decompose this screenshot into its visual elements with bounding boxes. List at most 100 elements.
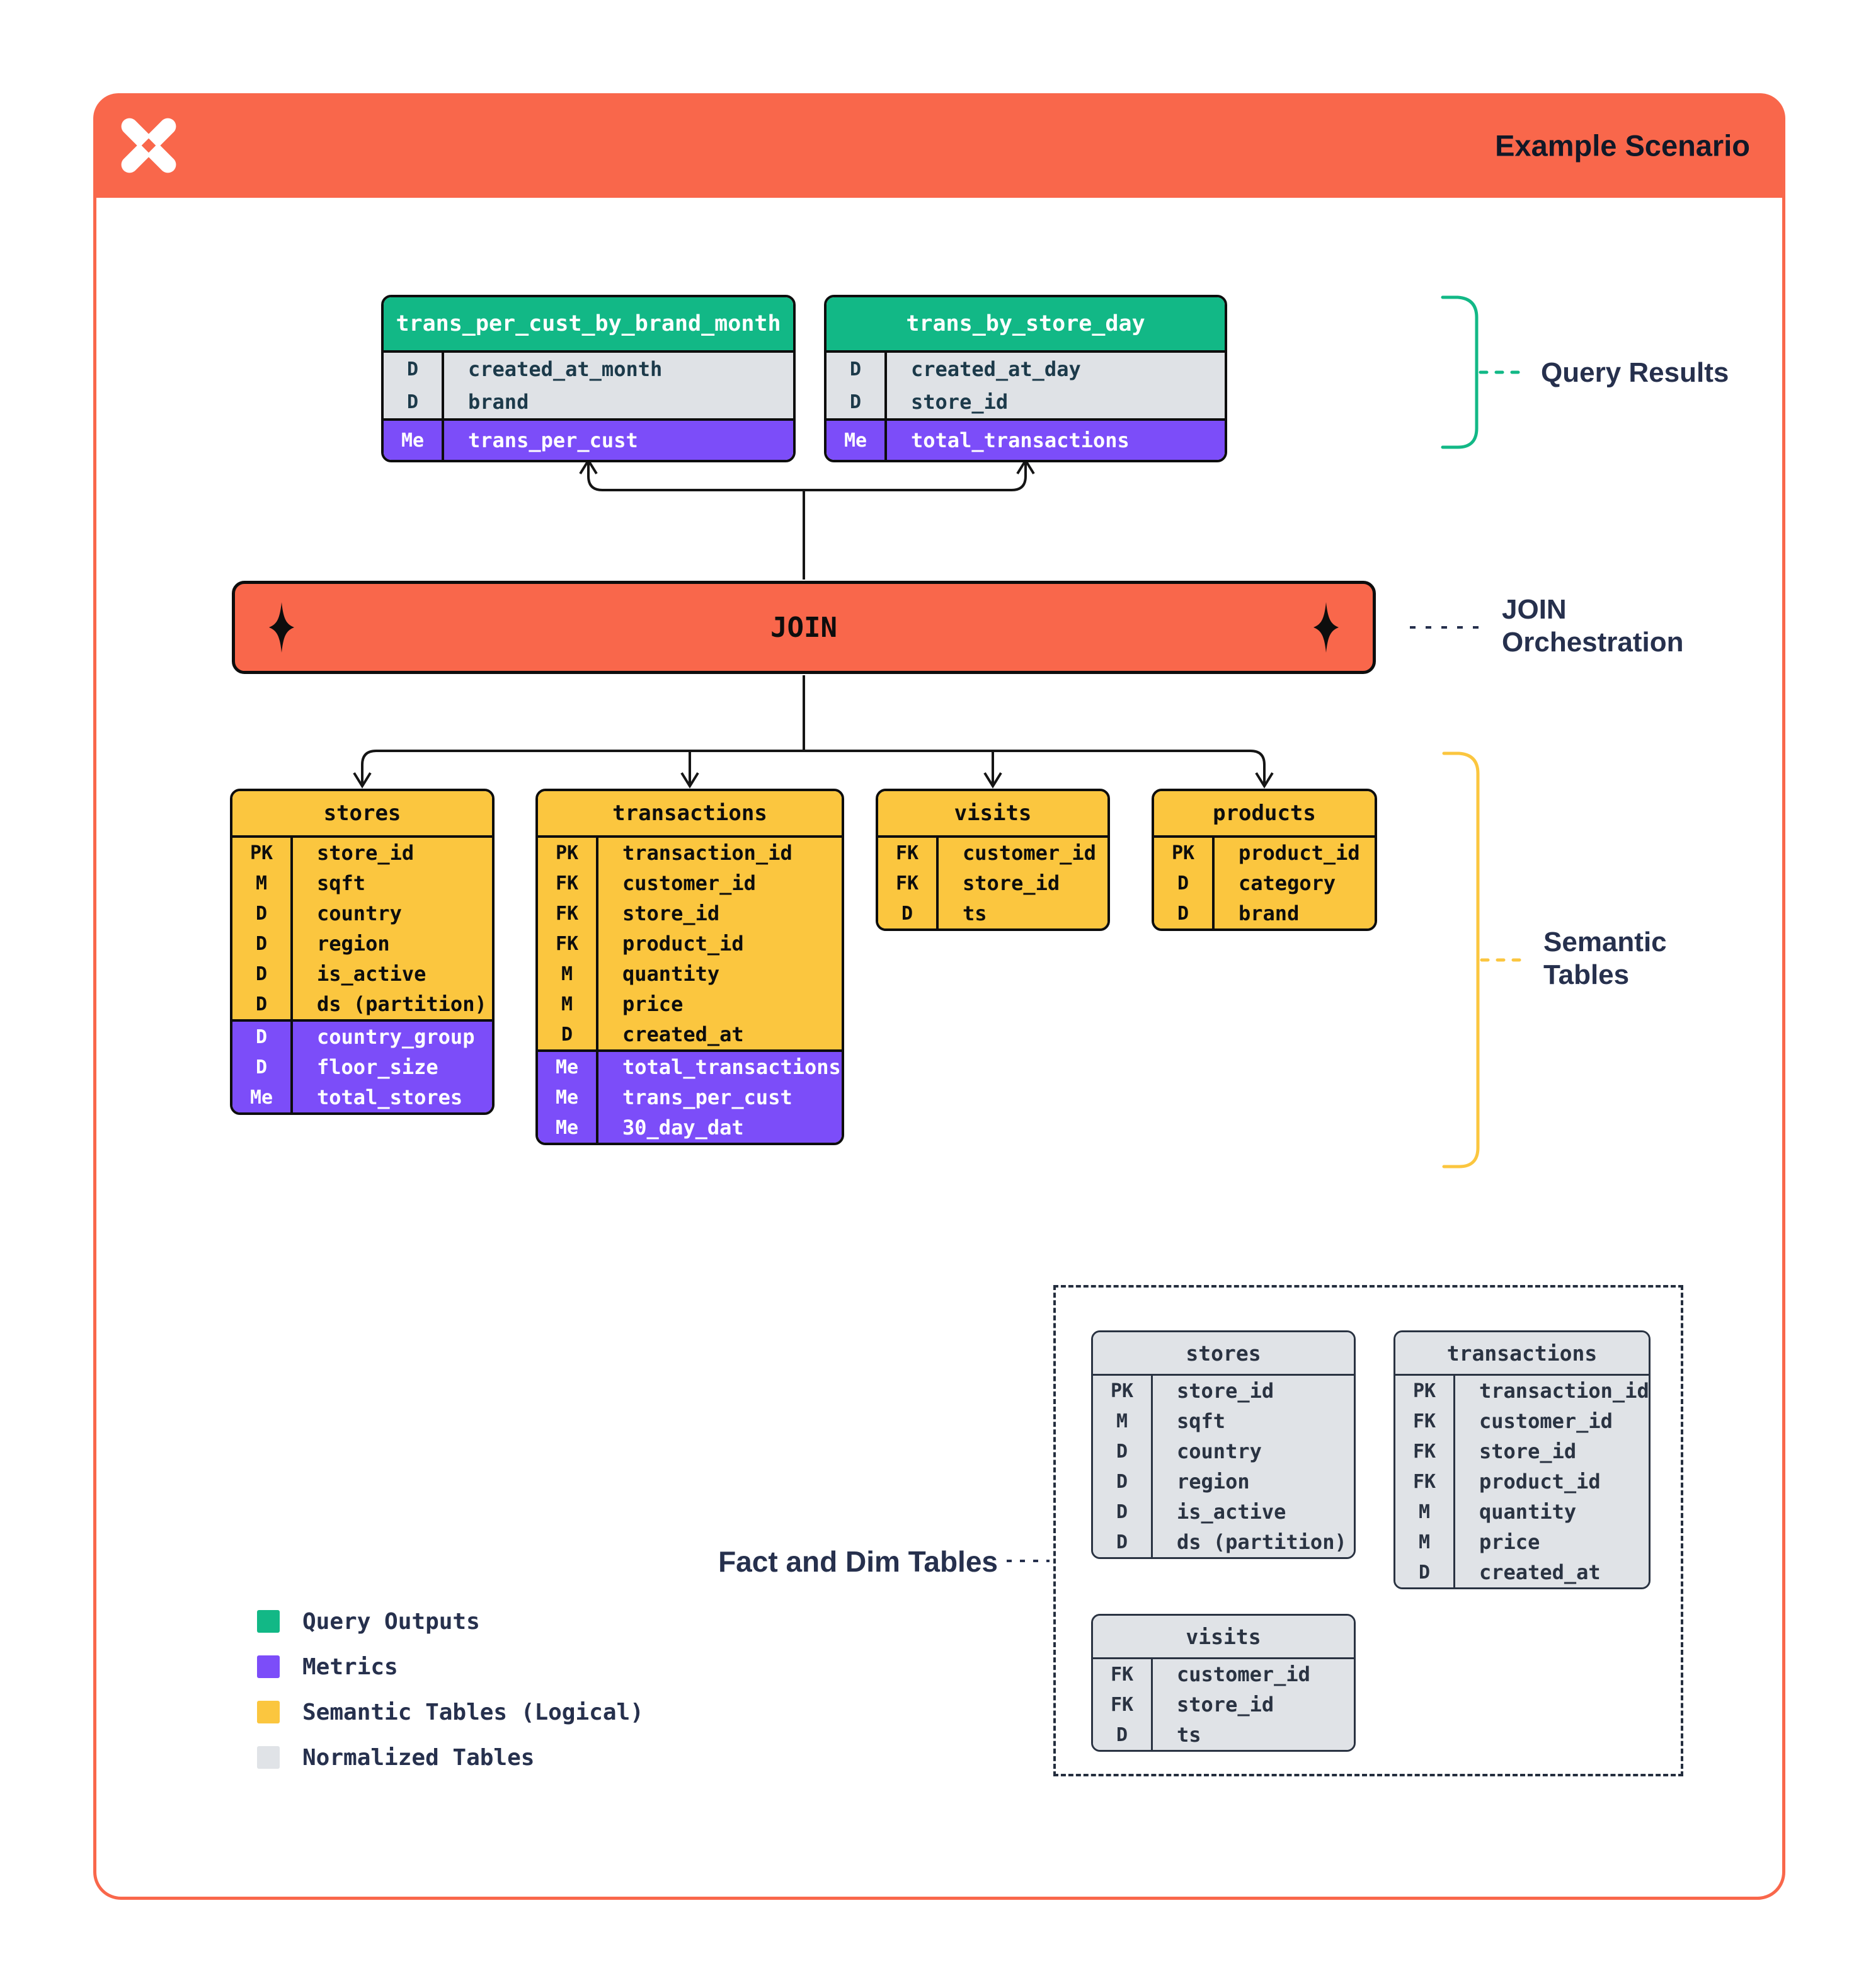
row-field-name: price — [1479, 1530, 1540, 1554]
row-field-name: product_id — [1239, 841, 1360, 865]
row-key-badge: D — [232, 1022, 293, 1052]
table-title: trans_per_cust_by_brand_month — [384, 297, 793, 353]
row-key-badge: D — [1093, 1497, 1153, 1527]
legend-item: Metrics — [257, 1644, 644, 1689]
legend-swatch — [257, 1655, 280, 1678]
row-field-name: region — [317, 932, 390, 956]
row-key-badge: Me — [384, 421, 444, 460]
table-title: visits — [878, 791, 1107, 838]
row-field-name: floor_size — [317, 1055, 438, 1079]
table-row: FK customer_id — [538, 868, 842, 898]
row-field-name: store_id — [963, 871, 1060, 895]
table-title: visits — [1093, 1616, 1354, 1659]
row-key-badge: M — [232, 868, 293, 898]
app-header-bar: Example Scenario — [93, 93, 1785, 198]
table-row: Me 30_day_dat — [538, 1112, 842, 1143]
legend-label: Normalized Tables — [302, 1744, 535, 1771]
row-key-badge: M — [538, 989, 598, 1019]
row-key-badge: D — [384, 386, 444, 418]
row-key-badge: PK — [1154, 838, 1215, 868]
row-field-name: transaction_id — [622, 841, 792, 865]
row-key-badge: D — [1154, 868, 1215, 898]
row-key-badge: FK — [538, 868, 598, 898]
row-key-badge: D — [538, 1019, 598, 1049]
row-field-name: transaction_id — [1479, 1379, 1649, 1403]
table-row: FK store_id — [878, 868, 1107, 898]
row-field-name: store_id — [911, 390, 1009, 414]
row-field-name: created_at — [1479, 1560, 1601, 1584]
row-field-name: country — [317, 901, 402, 925]
row-key-badge: FK — [1093, 1689, 1153, 1720]
table-row: PK transaction_id — [1395, 1376, 1649, 1406]
legend-swatch — [257, 1701, 280, 1723]
row-field-name: store_id — [1177, 1379, 1274, 1403]
row-key-badge: FK — [1395, 1406, 1455, 1436]
sparkle-icon — [269, 602, 294, 653]
row-key-badge: Me — [827, 421, 887, 460]
row-field-name: created_at_month — [468, 357, 663, 381]
row-key-badge: D — [827, 386, 887, 418]
row-key-badge: FK — [878, 868, 939, 898]
row-field-name: customer_id — [622, 871, 756, 895]
table-title: products — [1154, 791, 1375, 838]
row-field-name: product_id — [622, 932, 744, 956]
row-key-badge: M — [1093, 1406, 1153, 1436]
row-field-name: 30_day_dat — [622, 1116, 744, 1140]
row-field-name: trans_per_cust — [468, 428, 638, 452]
table-title: transactions — [538, 791, 842, 838]
legend-item: Query Outputs — [257, 1599, 644, 1644]
row-key-badge: D — [1093, 1436, 1153, 1466]
row-key-badge: D — [232, 959, 293, 989]
join-label: JOIN — [770, 611, 837, 644]
row-key-badge: Me — [232, 1082, 293, 1112]
semantic-tables-label: Semantic Tables — [1543, 927, 1667, 990]
legend-swatch — [257, 1746, 280, 1769]
row-key-badge: D — [1154, 898, 1215, 928]
row-key-badge: Me — [538, 1112, 598, 1143]
row-key-badge: PK — [1395, 1376, 1455, 1406]
row-key-badge: D — [232, 1052, 293, 1082]
fact-dim-container — [1053, 1285, 1683, 1776]
row-key-badge: D — [1093, 1720, 1153, 1750]
query-results-label: Query Results — [1541, 357, 1729, 388]
row-key-badge: D — [1093, 1527, 1153, 1557]
join-orchestration-label: JOIN Orchestration — [1502, 594, 1684, 658]
row-field-name: sqft — [1177, 1409, 1226, 1433]
row-key-badge: FK — [1093, 1659, 1153, 1689]
table-title: trans_by_store_day — [827, 297, 1225, 353]
row-key-badge: M — [1395, 1527, 1455, 1557]
row-key-badge: Me — [538, 1052, 598, 1082]
row-field-name: store_id — [1479, 1439, 1577, 1463]
row-key-badge: FK — [538, 928, 598, 959]
row-key-badge: Me — [538, 1082, 598, 1112]
row-field-name: ts — [963, 901, 987, 925]
